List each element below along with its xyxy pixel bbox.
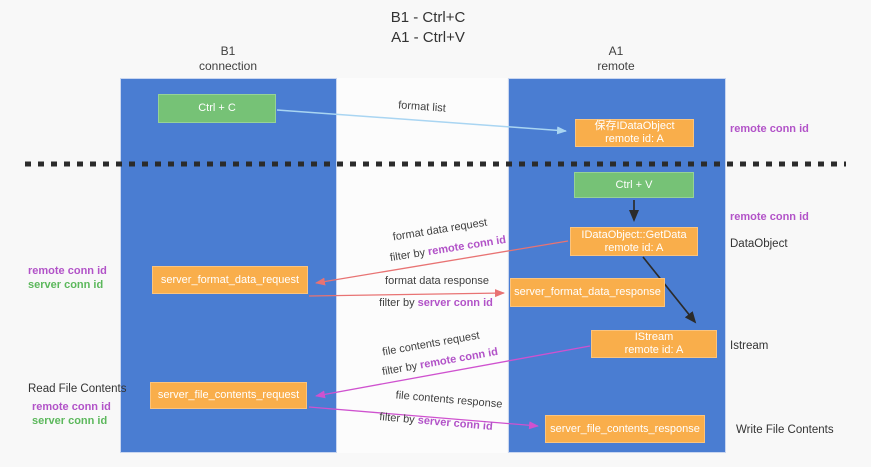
lane-a1-subtitle: remote [597, 59, 635, 73]
lane-a1-title: A1 [608, 44, 624, 58]
arrow-getdata-to-istream [642, 256, 697, 324]
side-label-server-conn-id-left1: server conn id [28, 279, 104, 291]
arrow-file-contents-response [308, 406, 539, 430]
node-ctrl-c-label: Ctrl + C [198, 102, 236, 114]
node-getdata-line1: IDataObject::GetData [581, 228, 687, 241]
node-server-format-data-response: server_format_data_response [510, 278, 665, 307]
node-server-file-contents-request-label: server_file_contents_request [157, 389, 300, 401]
node-server-file-contents-response-label: server_file_contents_response [550, 422, 700, 435]
side-label-remote-conn-id-mid: remote conn id [730, 211, 809, 223]
node-ctrl-c: Ctrl + C [158, 94, 276, 123]
node-ctrl-v-label: Ctrl + V [615, 178, 653, 191]
side-label-remote-conn-id-left1: remote conn id [28, 265, 107, 277]
node-server-format-data-request-label: server_format_data_request [160, 273, 300, 286]
diagram-title: B1 - Ctrl+C A1 - Ctrl+V [391, 8, 466, 48]
side-label-remote-conn-id-top: remote conn id [730, 123, 809, 135]
node-server-file-contents-request: server_file_contents_request [150, 382, 307, 409]
node-istream: IStream remote id: A [591, 330, 717, 358]
lane-header-a1: A1 remote [597, 44, 634, 74]
node-server-format-data-request: server_format_data_request [152, 266, 308, 294]
node-getdata-line2: remote id: A [604, 241, 664, 254]
lane-b1-subtitle: connection [198, 59, 258, 73]
node-idataobject-getdata: IDataObject::GetData remote id: A [570, 227, 698, 256]
node-save-idataobject: 保存IDataObject remote id: A [575, 119, 694, 147]
server-conn-id-text: server conn id [417, 297, 493, 309]
side-label-read-file-contents: Read File Contents [28, 383, 127, 395]
edge-label-format-data-response: format data response [385, 275, 489, 287]
title-line-2: A1 - Ctrl+V [391, 29, 465, 46]
lane-b1-title: B1 [220, 44, 236, 58]
side-label-istream: Istream [730, 340, 769, 352]
arrow-format-list [276, 109, 567, 135]
arrow-format-data-request [315, 240, 569, 286]
side-label-remote-conn-id-left2: remote conn id [32, 401, 111, 413]
side-label-write-file-contents: Write File Contents [736, 424, 834, 436]
node-server-format-data-response-label: server_format_data_response [514, 286, 661, 298]
node-istream-line2: remote id: A [624, 344, 684, 356]
node-save-idataobject-line2: remote id: A [605, 133, 664, 145]
edge-label-filter-server-1: filter by server conn id [379, 297, 493, 309]
node-server-file-contents-response: server_file_contents_response [545, 415, 705, 443]
arrow-format-data-response [308, 289, 505, 298]
filter-by-text: filter by [379, 297, 415, 309]
node-save-idataobject-line1: 保存IDataObject [594, 120, 675, 132]
arrow-file-contents-request [315, 345, 591, 399]
title-line-1: B1 - Ctrl+C [390, 9, 466, 26]
side-label-dataobject: DataObject [730, 238, 788, 250]
node-istream-line1: IStream [634, 331, 674, 343]
side-label-server-conn-id-left2: server conn id [32, 415, 108, 427]
node-ctrl-v: Ctrl + V [574, 172, 694, 198]
lane-header-b1: B1 connection [199, 44, 257, 74]
